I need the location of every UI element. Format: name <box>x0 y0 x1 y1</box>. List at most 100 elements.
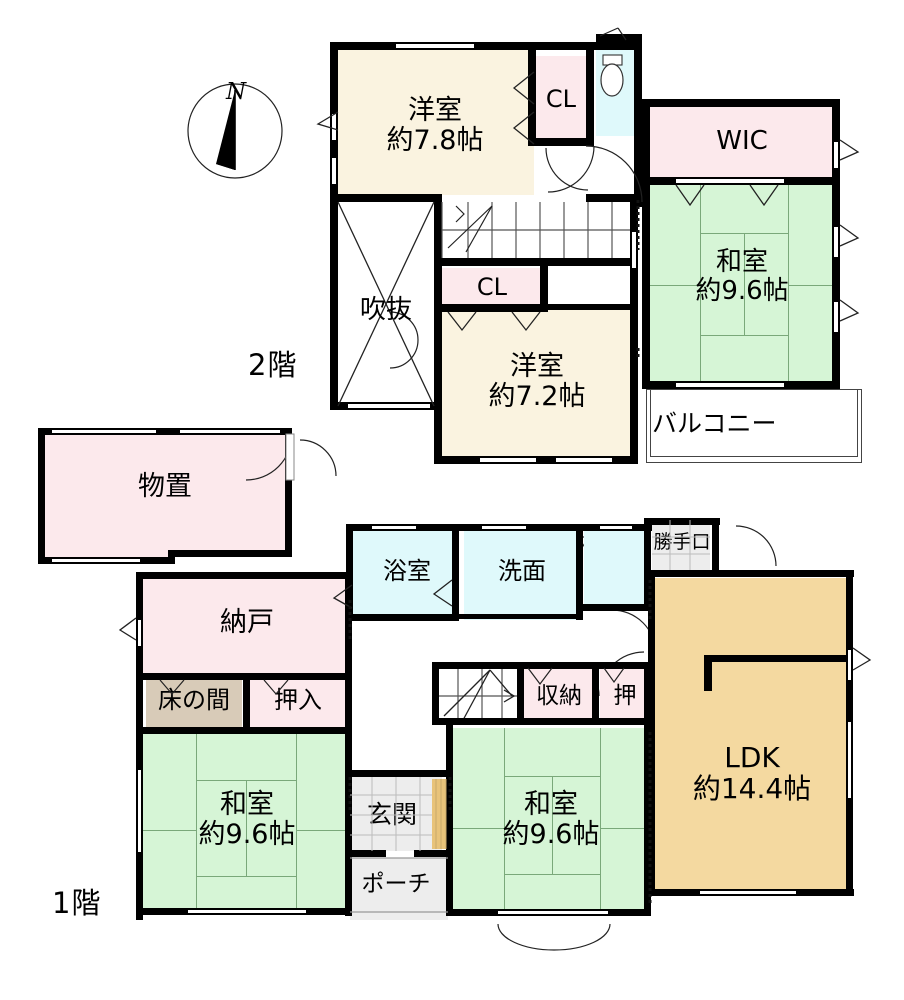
label-oshi: 押 <box>613 683 637 709</box>
label-cl-top: CL <box>545 85 577 113</box>
room-storage-shed-notch <box>44 434 174 564</box>
wall <box>704 655 850 662</box>
wall <box>434 456 638 464</box>
window <box>676 177 784 185</box>
window <box>396 42 474 50</box>
label-yoshitsu-7-2: 洋室 約7.2帖 <box>462 351 612 412</box>
tatami-line <box>744 233 745 335</box>
wall <box>136 572 352 579</box>
room-name: 洋室 <box>408 95 462 126</box>
wall <box>548 304 638 310</box>
room-washitsu-9-6-right <box>452 728 650 916</box>
room-name: 和室 <box>524 789 578 820</box>
wall <box>432 662 652 669</box>
room-washitsu-9-6-2f <box>648 183 836 385</box>
wall <box>168 550 292 557</box>
room-cl-mid <box>436 268 546 310</box>
room-porch <box>350 858 448 920</box>
window <box>832 140 840 170</box>
room-name: LDK <box>724 741 780 774</box>
tatami-line <box>788 285 836 286</box>
window <box>846 720 853 800</box>
label-yokushitsu: 浴室 <box>383 557 431 585</box>
wall <box>646 518 720 525</box>
room-area: 約9.6帖 <box>502 819 600 851</box>
wall <box>644 662 651 724</box>
tatami-line <box>700 183 701 385</box>
tatami-line <box>504 728 505 916</box>
wall <box>642 99 650 389</box>
wall <box>648 576 655 896</box>
wall <box>38 428 45 564</box>
wall <box>459 614 583 619</box>
window <box>482 524 526 531</box>
wall <box>345 734 352 916</box>
window <box>180 428 280 435</box>
room-yoshitsu-7-2 <box>436 310 636 458</box>
label-oshiire-left: 押入 <box>274 686 322 714</box>
label-washitsu-9-6-left: 和室 約9.6帖 <box>172 789 322 850</box>
room-area: 約7.8帖 <box>386 125 484 157</box>
window <box>832 225 840 259</box>
tatami-line <box>504 874 600 875</box>
tatami-line <box>648 285 700 286</box>
wall <box>576 524 583 620</box>
wall <box>346 614 459 621</box>
room-name: 和室 <box>220 789 274 820</box>
tatami-line <box>700 335 788 336</box>
wall <box>586 42 594 146</box>
tatami-line <box>296 830 350 831</box>
wall <box>596 34 642 42</box>
wall <box>434 194 442 410</box>
room-toilet-1f <box>584 524 646 610</box>
wall <box>644 724 651 916</box>
window <box>630 230 638 270</box>
wall <box>704 655 712 691</box>
wall <box>634 42 642 207</box>
room-name: 和室 <box>715 247 768 277</box>
wall <box>642 99 840 107</box>
label-cl-mid: CL <box>476 273 508 301</box>
floor2-label: 2階 <box>248 348 298 382</box>
wall <box>434 258 638 266</box>
room-area: 約9.6帖 <box>695 276 789 307</box>
window <box>348 402 430 410</box>
wall <box>346 850 386 857</box>
wall <box>434 304 548 312</box>
wall <box>38 428 292 435</box>
room-nando <box>142 578 350 674</box>
label-katteguchi: 勝手口 <box>653 531 711 553</box>
window <box>52 428 156 435</box>
wall <box>540 262 548 310</box>
window <box>480 456 536 464</box>
label-ldk: LDK 約14.4帖 <box>682 742 822 805</box>
label-washitsu-9-6-2f: 和室 約9.6帖 <box>672 247 812 307</box>
tatami-line <box>196 876 296 877</box>
window <box>136 768 143 854</box>
tatami-line <box>600 828 650 829</box>
window <box>600 524 632 531</box>
label-storage-shed: 物置 <box>138 471 192 502</box>
wall <box>712 518 719 576</box>
wall <box>330 194 440 202</box>
wall <box>592 662 599 724</box>
window <box>846 648 853 682</box>
window <box>188 908 306 915</box>
wall <box>446 724 453 916</box>
floor1-label: 1階 <box>52 886 102 920</box>
balcony-outline-inner <box>650 389 858 457</box>
tatami-line <box>452 828 504 829</box>
tatami-line <box>552 776 553 874</box>
wall <box>586 194 642 202</box>
label-balcony: バルコニー <box>652 409 777 438</box>
window <box>330 156 338 186</box>
wall <box>432 718 520 725</box>
wall <box>434 310 442 462</box>
room-area: 約14.4帖 <box>692 772 812 806</box>
label-shuunou: 収納 <box>536 683 582 709</box>
window <box>832 300 840 334</box>
wall <box>432 662 439 724</box>
room-name: 洋室 <box>510 351 564 382</box>
wall <box>452 524 459 620</box>
